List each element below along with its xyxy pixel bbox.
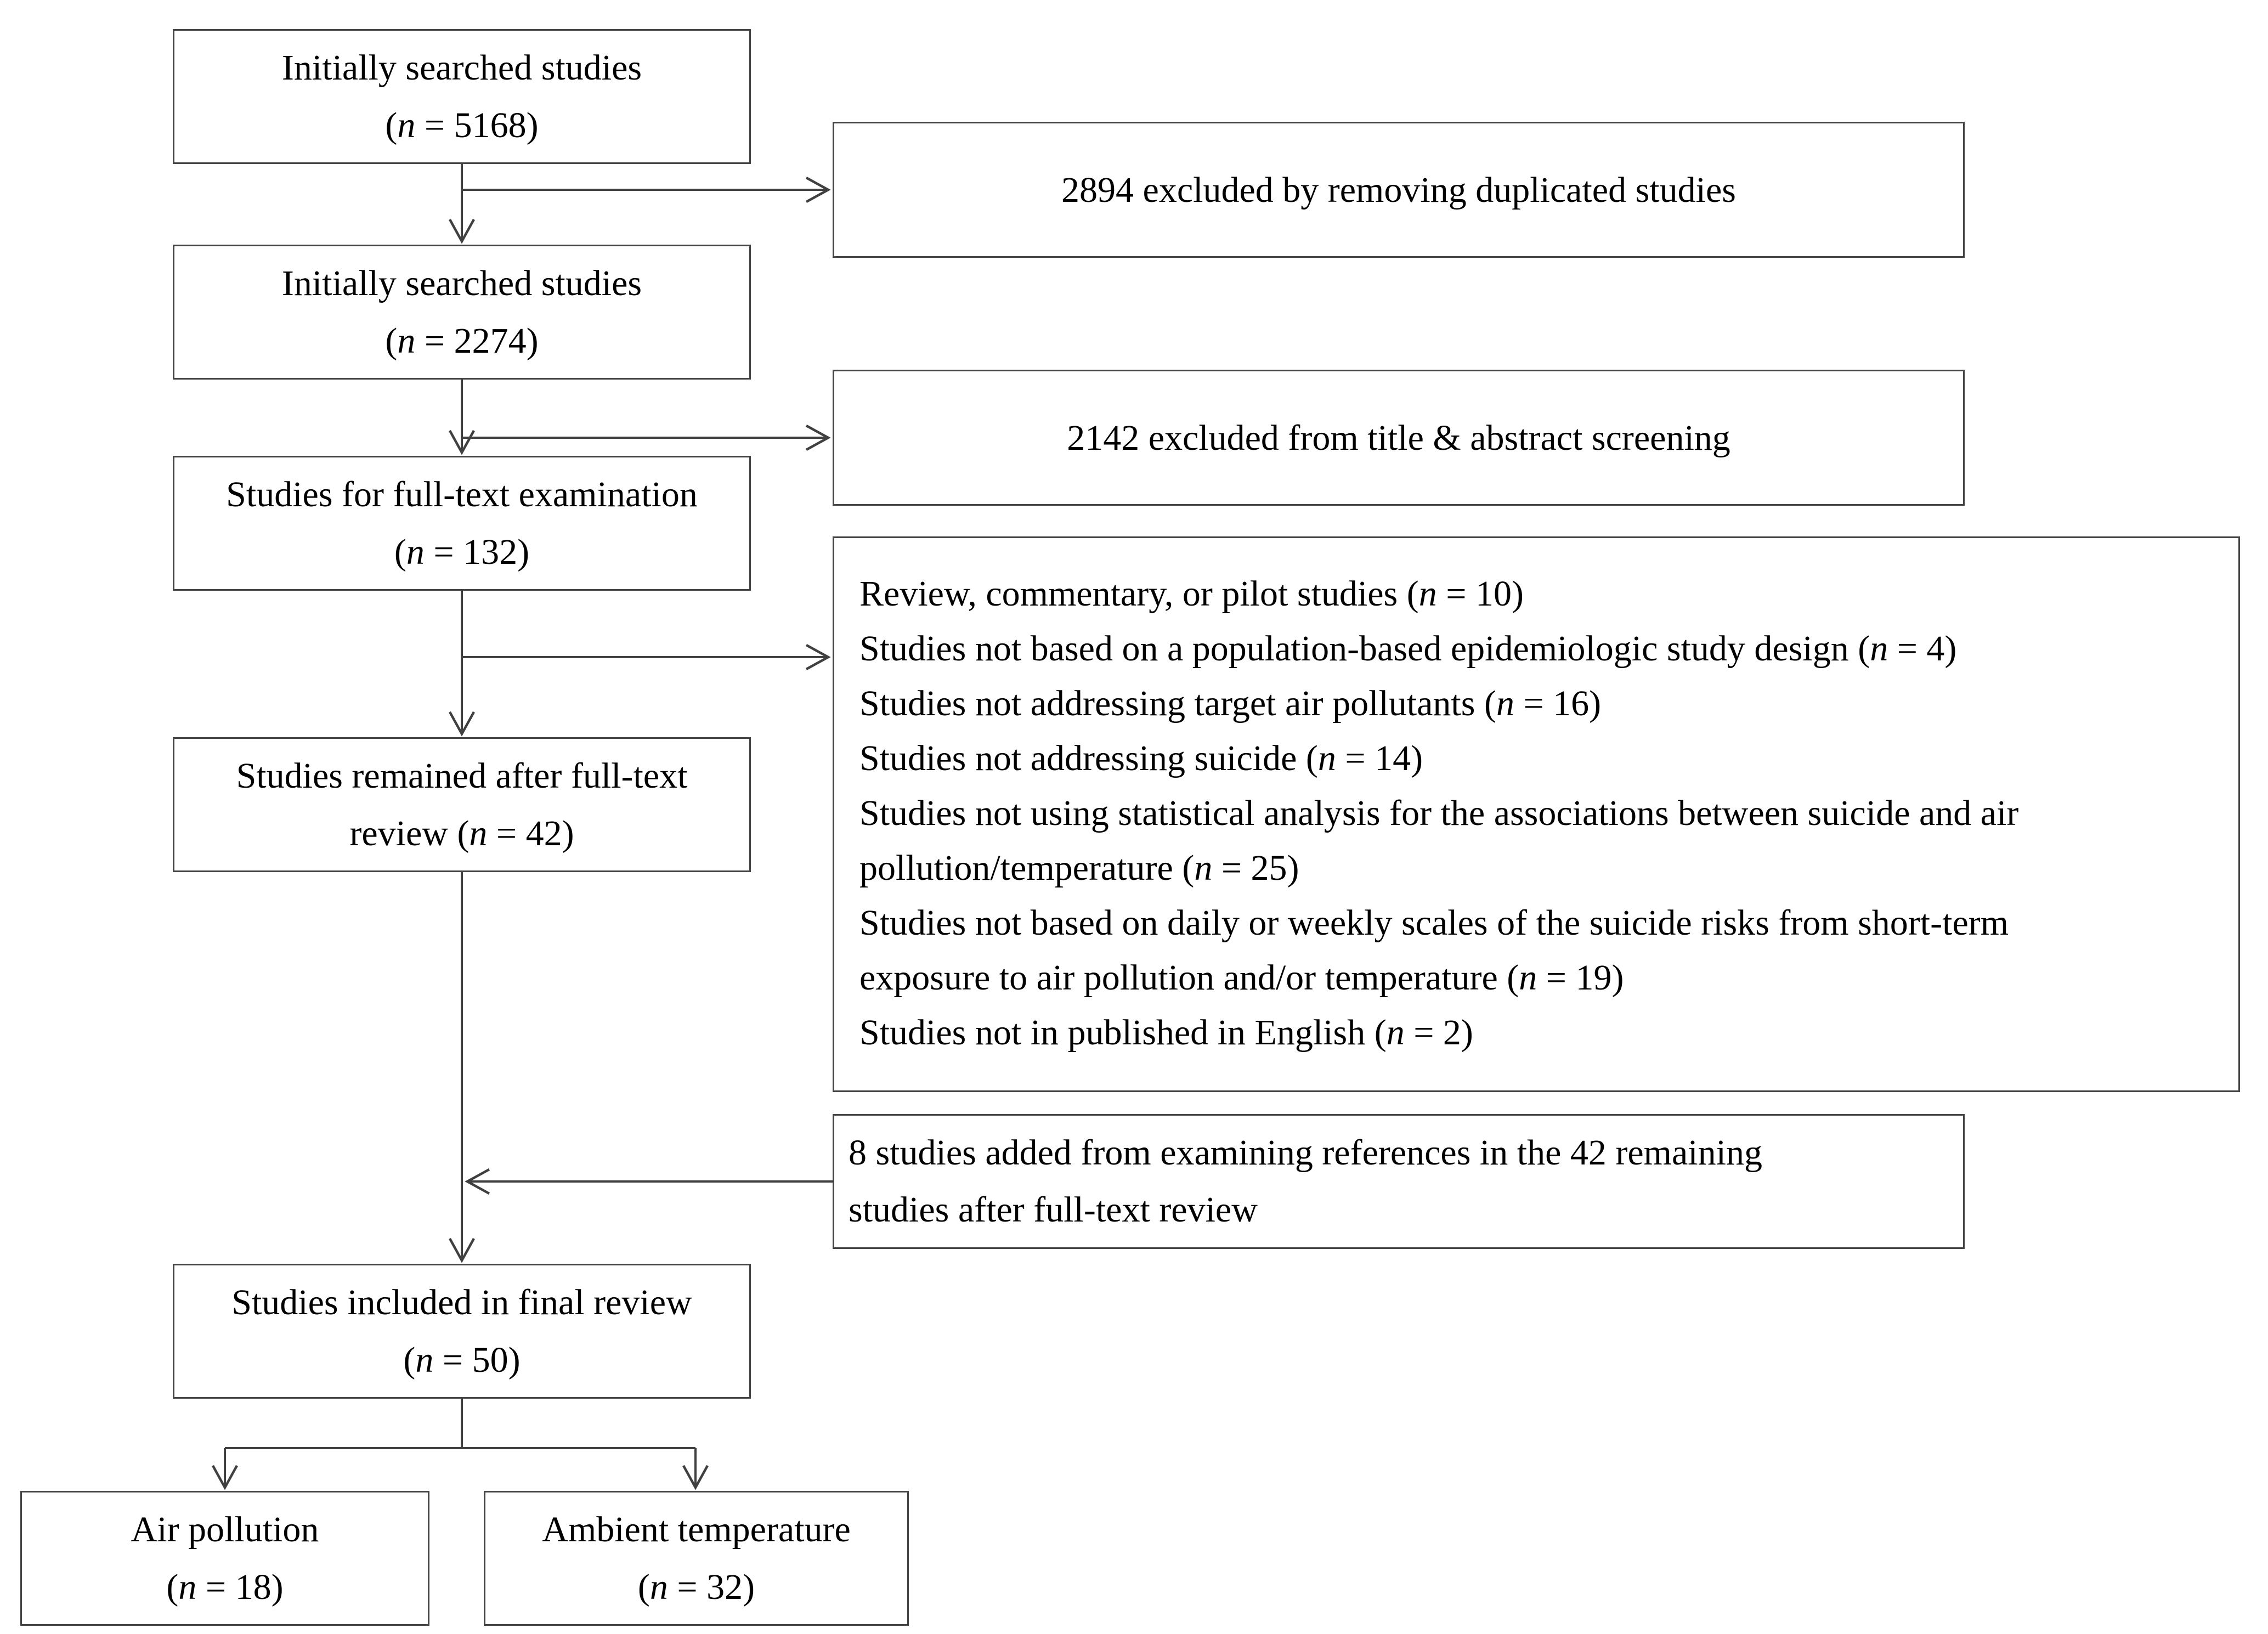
box-remained-after-fulltext-review: Studies remained after full-text review … xyxy=(173,737,751,872)
box-fulltext-exclusion-reasons-label: Review, commentary, or pilot studies (n … xyxy=(859,574,2019,1053)
box-studies-after-dedup: Initially searched studies (n = 2274) xyxy=(173,245,751,380)
box-air-pollution-label: Air pollution (n = 18) xyxy=(131,1509,319,1607)
box-studies-after-dedup-label: Initially searched studies (n = 2274) xyxy=(281,263,642,361)
box-excluded-duplicates-label: 2894 excluded by removing duplicated stu… xyxy=(1061,169,1736,210)
box-remained-after-fulltext-review-label: Studies remained after full-text review … xyxy=(236,756,688,853)
box-excluded-duplicates: 2894 excluded by removing duplicated stu… xyxy=(833,122,1965,258)
box-fulltext-examination-label: Studies for full-text examination (n = 1… xyxy=(226,474,698,572)
box-air-pollution: Air pollution (n = 18) xyxy=(20,1491,429,1626)
box-initially-searched-studies: Initially searched studies (n = 5168) xyxy=(173,29,751,164)
box-ambient-temperature-label: Ambient temperature (n = 32) xyxy=(542,1509,851,1607)
box-excluded-title-abstract-screening: 2142 excluded from title & abstract scre… xyxy=(833,370,1965,506)
box-ambient-temperature: Ambient temperature (n = 32) xyxy=(484,1491,909,1626)
box-excluded-title-abstract-screening-label: 2142 excluded from title & abstract scre… xyxy=(1067,417,1730,458)
box-final-review-included-label: Studies included in final review (n = 50… xyxy=(231,1282,692,1380)
box-initially-searched-studies-label: Initially searched studies (n = 5168) xyxy=(281,48,642,145)
box-fulltext-examination: Studies for full-text examination (n = 1… xyxy=(173,456,751,591)
box-studies-added-from-references: 8 studies added from examining reference… xyxy=(833,1114,1965,1249)
box-final-review-included: Studies included in final review (n = 50… xyxy=(173,1264,751,1399)
box-fulltext-exclusion-reasons: Review, commentary, or pilot studies (n … xyxy=(833,536,2240,1092)
box-studies-added-from-references-label: 8 studies added from examining reference… xyxy=(849,1133,1762,1230)
